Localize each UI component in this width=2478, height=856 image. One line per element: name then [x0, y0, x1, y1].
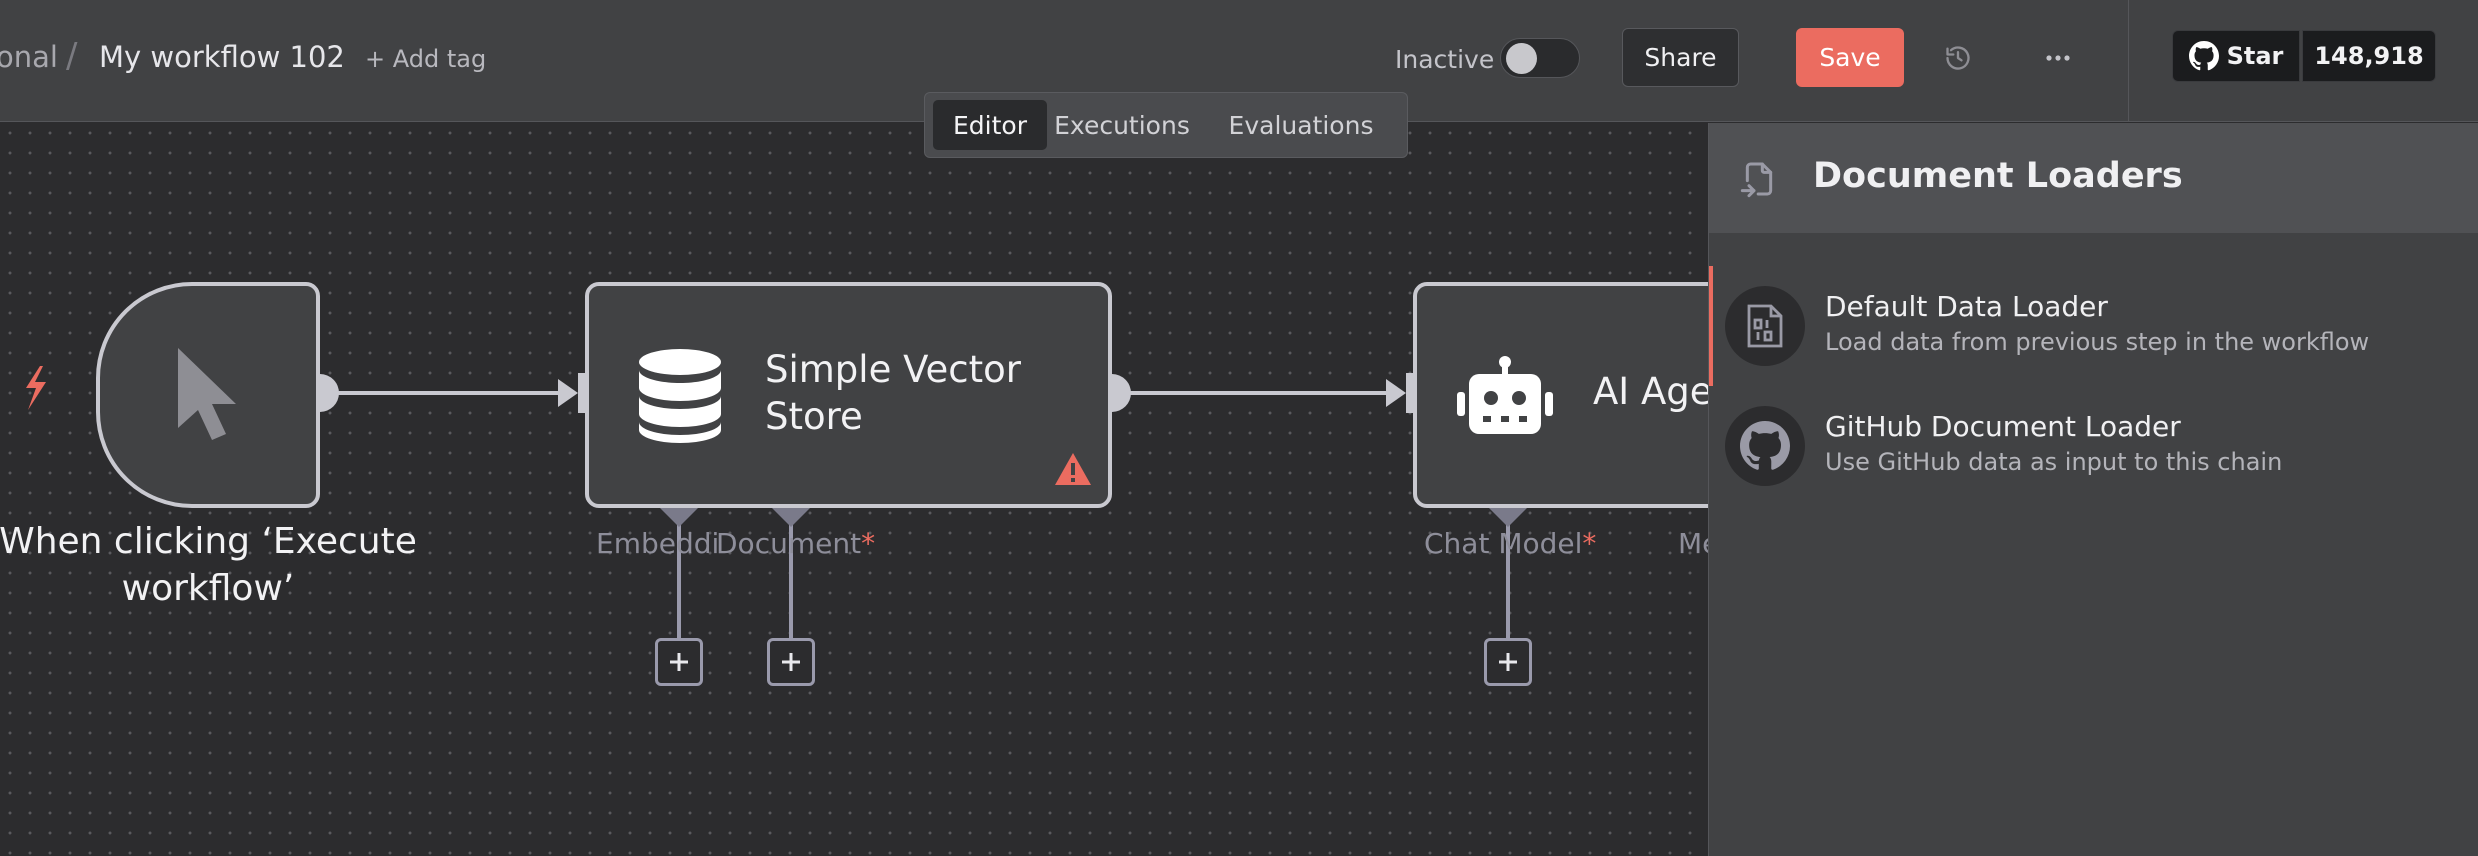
panel-item-name: GitHub Document Loader [1825, 410, 2181, 443]
add-tag-button[interactable]: + Add tag [365, 45, 487, 73]
tab-executions[interactable]: Executions [1054, 110, 1190, 140]
connection-arrow [558, 379, 578, 407]
selection-accent [1709, 266, 1713, 386]
warning-icon[interactable] [1054, 452, 1092, 486]
node-creator-panel: Document Loaders Default Data Loader Loa… [1708, 123, 2478, 856]
breadcrumb-separator: / [66, 36, 78, 76]
chat-model-port-label: Chat Model* [1424, 527, 1596, 560]
panel-title: Document Loaders [1813, 156, 2183, 196]
file-import-icon [1740, 162, 1773, 198]
database-icon [639, 349, 721, 443]
cursor-icon [178, 348, 236, 440]
active-status-label: Inactive [1395, 45, 1495, 74]
binary-file-icon [1725, 286, 1805, 366]
robot-icon [1457, 356, 1553, 434]
required-mark: * [1582, 527, 1597, 560]
chat-model-port-text: Chat Model [1424, 527, 1583, 560]
panel-header: Document Loaders [1709, 123, 2478, 233]
add-chat-model-button[interactable] [1484, 638, 1532, 686]
active-toggle[interactable] [1500, 38, 1580, 78]
required-mark: * [861, 527, 876, 560]
share-button[interactable]: Share [1622, 28, 1739, 87]
vector-store-title-line2: Store [765, 395, 863, 438]
document-port-text: Document [716, 527, 862, 560]
tab-editor[interactable]: Editor [933, 100, 1047, 150]
toggle-knob [1506, 43, 1537, 74]
panel-item-github-document-loader[interactable]: GitHub Document Loader Use GitHub data a… [1725, 396, 2465, 496]
plus-icon [1499, 653, 1517, 671]
vector-store-title-line1: Simple Vector [765, 348, 1022, 391]
vector-store-node[interactable]: Simple Vector Store [585, 282, 1112, 508]
plus-icon [670, 653, 688, 671]
github-icon [2188, 41, 2219, 71]
embedding-port-text: Embeddi [596, 527, 720, 560]
tab-evaluations[interactable]: Evaluations [1228, 110, 1374, 140]
history-icon[interactable] [1938, 38, 1978, 78]
embedding-port-label: Embeddi [596, 527, 719, 560]
panel-item-description: Use GitHub data as input to this chain [1825, 448, 2283, 476]
github-star-count[interactable]: 148,918 [2302, 30, 2436, 82]
panel-item-default-data-loader[interactable]: Default Data Loader Load data from previ… [1725, 276, 2465, 376]
save-button[interactable]: Save [1796, 28, 1904, 87]
trigger-node-label: When clicking ‘Execute workflow’ [0, 521, 417, 609]
header-divider [2128, 0, 2129, 122]
ai-agent-node[interactable]: AI Age [1413, 282, 1743, 508]
ai-agent-title: AI Age [1593, 370, 1713, 413]
github-icon [1725, 406, 1805, 486]
add-document-button[interactable] [767, 638, 815, 686]
view-tabs: Editor Executions Evaluations [924, 92, 1408, 158]
document-port-label: Document* [716, 527, 875, 560]
panel-item-name: Default Data Loader [1825, 290, 2108, 323]
breadcrumb-folder[interactable]: onal [0, 40, 58, 74]
more-options-icon[interactable] [2038, 38, 2078, 78]
plus-icon [782, 653, 800, 671]
connection-arrow [1386, 379, 1406, 407]
workflow-name[interactable]: My workflow 102 [99, 40, 345, 74]
workflow-canvas[interactable]: When clicking ‘Execute workflow’ Simple … [0, 123, 1743, 856]
trigger-bolt-icon [26, 366, 46, 410]
add-embedding-button[interactable] [655, 638, 703, 686]
trigger-node[interactable] [96, 282, 320, 508]
github-star-label: Star [2226, 42, 2284, 70]
panel-item-description: Load data from previous step in the work… [1825, 328, 2370, 356]
github-star-button[interactable]: Star [2172, 30, 2300, 82]
